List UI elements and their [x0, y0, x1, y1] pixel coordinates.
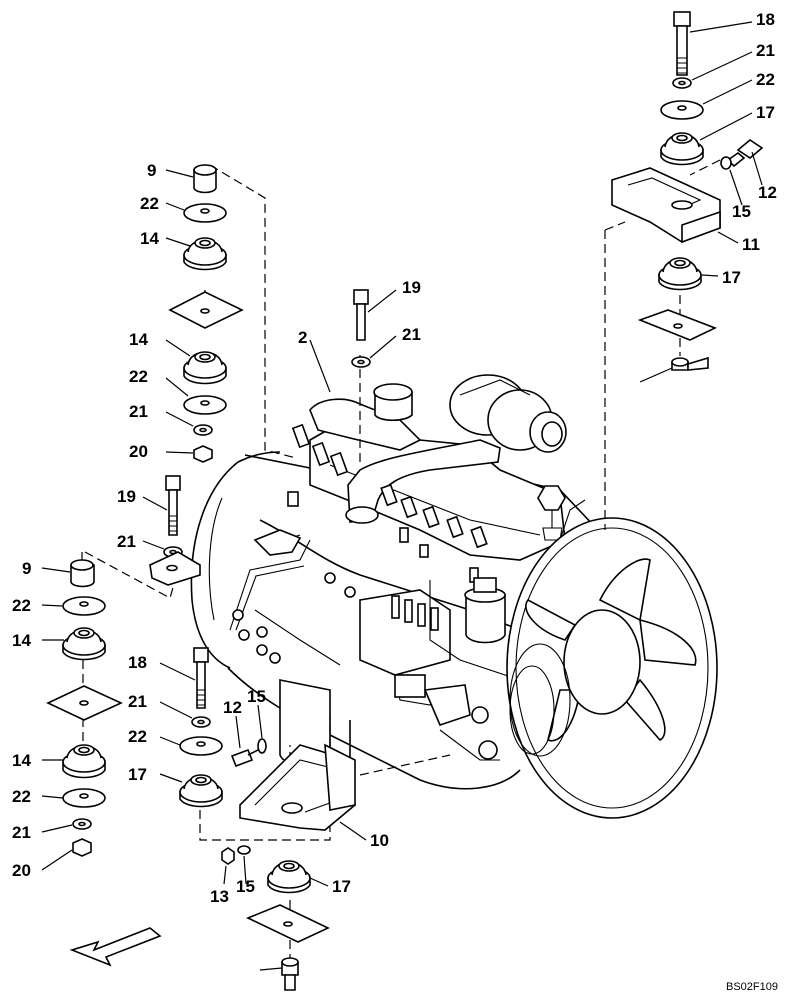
callout-14-lower: 15: [236, 877, 255, 896]
callout-20-lower-a: 22: [12, 596, 31, 615]
front-direction-arrow: [69, 927, 162, 967]
callout-10: 10: [370, 831, 389, 850]
center-upper-bolt: [351, 289, 371, 368]
callout-9-lower: 9: [22, 559, 31, 578]
callout-16-right-lower: 17: [722, 268, 741, 287]
leader-lines: [41, 21, 763, 971]
filler-cap: [373, 383, 413, 422]
callout-19-center-lower: 21: [128, 692, 147, 711]
callout-2: 2: [298, 328, 307, 347]
callout-19-center: 21: [402, 325, 421, 344]
callout-21-lower: 20: [12, 861, 31, 880]
callout-labels: 9 22 14 14 22 21 20 19 21 2 19 21 9 22 1…: [12, 10, 777, 906]
callout-13: 13: [210, 887, 229, 906]
left-lower-mount-stack: [46, 559, 123, 857]
callout-15-lower-a: 14: [12, 631, 31, 650]
callout-20-upper-a: 22: [140, 194, 159, 213]
left-upper-mount-stack: [168, 164, 244, 463]
callout-18-left: 19: [117, 487, 136, 506]
callout-19-upper: 21: [129, 402, 148, 421]
callout-16-center: 17: [128, 765, 147, 784]
callout-20-upper-b: 22: [129, 367, 148, 386]
callout-19-left: 21: [117, 532, 136, 551]
cooling-fan: [506, 517, 718, 819]
callout-14-right: 15: [732, 202, 751, 221]
callout-19-right: 21: [756, 41, 775, 60]
left-bolt-stack: [149, 475, 201, 586]
callout-11: 11: [742, 235, 760, 254]
callout-15-upper-a: 14: [140, 229, 159, 248]
drawing-reference: BS02F109: [726, 981, 778, 993]
callout-16-right-upper: 17: [756, 103, 775, 122]
right-mount-stack: [611, 11, 764, 371]
callout-19-lower: 21: [12, 823, 31, 842]
callout-20-right: 22: [756, 70, 775, 89]
callout-9-upper: 9: [147, 161, 156, 180]
callout-21-upper: 20: [129, 442, 148, 461]
center-lower-mount-stack: [179, 647, 356, 991]
callout-12-right: 12: [758, 183, 777, 202]
callout-20-lower-b: 22: [12, 787, 31, 806]
callout-12-center: 12: [223, 698, 242, 717]
engine-assembly: [190, 374, 599, 790]
fuel-filter: [464, 577, 506, 644]
injectors: [291, 423, 488, 549]
callout-18-center: 19: [402, 278, 421, 297]
injection-pump: [359, 589, 451, 706]
callout-14-center: 15: [247, 687, 266, 706]
turbocharger: [449, 374, 567, 453]
callout-15-upper-b: 14: [129, 330, 148, 349]
callout-15-lower-b: 14: [12, 751, 31, 770]
oil-filler-knob: [537, 485, 566, 541]
callout-16-lower: 17: [332, 877, 351, 896]
callout-17-right: 18: [756, 10, 775, 29]
callout-17-center: 18: [128, 653, 147, 672]
callout-20-center: 22: [128, 727, 147, 746]
